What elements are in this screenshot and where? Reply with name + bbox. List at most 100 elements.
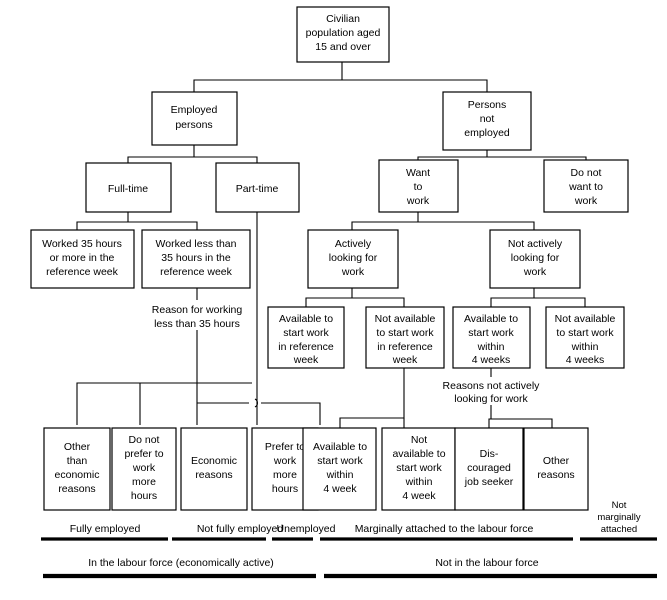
svg-text:Other: Other xyxy=(64,441,91,453)
connector-reasons-to-otherreasons xyxy=(491,418,553,428)
svg-text:within: within xyxy=(477,341,505,353)
svg-text:economic: economic xyxy=(55,469,100,481)
svg-text:Economic: Economic xyxy=(191,455,237,467)
svg-text:hours: hours xyxy=(131,490,157,502)
svg-text:start work: start work xyxy=(283,327,329,339)
svg-text:attached: attached xyxy=(601,524,637,535)
connector-lines xyxy=(76,62,587,428)
svg-text:4 week: 4 week xyxy=(323,483,357,495)
node-want-to-work: Want to work xyxy=(378,159,459,213)
node-employed-persons: Employed persons xyxy=(151,91,238,146)
svg-text:Fully employed: Fully employed xyxy=(70,523,141,535)
svg-text:work: work xyxy=(523,266,547,278)
svg-text:within: within xyxy=(571,341,599,353)
node-not-actively-looking: Not actively looking for work xyxy=(489,229,581,289)
connector-civilian-to-employed xyxy=(193,62,343,92)
node-do-not-prefer-more-hours: Do not prefer to work more hours xyxy=(111,427,177,511)
svg-text:Prefer to: Prefer to xyxy=(265,441,305,453)
svg-text:to start work: to start work xyxy=(376,327,434,339)
node-available-within-4-week-b: Available to start work within 4 week xyxy=(302,427,377,511)
svg-text:Part-time: Part-time xyxy=(236,183,279,195)
svg-text:job seeker: job seeker xyxy=(464,476,514,488)
svg-text:35 hours in the: 35 hours in the xyxy=(161,252,231,264)
svg-text:reasons: reasons xyxy=(537,469,574,481)
svg-text:Full-time: Full-time xyxy=(108,183,148,195)
bracket-not-in-labour-force: Not in the labour force xyxy=(324,557,657,579)
svg-text:to: to xyxy=(414,181,423,193)
svg-text:15 and over: 15 and over xyxy=(315,41,371,53)
svg-text:Not: Not xyxy=(612,500,627,511)
svg-text:to start work: to start work xyxy=(556,327,614,339)
svg-text:reference week: reference week xyxy=(160,266,233,278)
node-not-available-reference-week: Not available to start work in reference… xyxy=(365,306,445,369)
svg-text:employed: employed xyxy=(464,127,510,139)
svg-text:available to: available to xyxy=(392,448,445,460)
connector-notavailref-to-available4week xyxy=(339,368,405,428)
svg-text:work: work xyxy=(273,455,297,467)
connector-reasons-to-discouraged xyxy=(488,405,492,428)
svg-text:work: work xyxy=(406,195,430,207)
connector-bus-lower-right xyxy=(261,402,321,425)
label-reason-for-working-less: Reason for working less than 35 hours xyxy=(152,304,243,330)
node-worked-less-than-35: Worked less than 35 hours in the referen… xyxy=(141,229,251,289)
svg-text:looking for work: looking for work xyxy=(454,393,528,405)
svg-text:Worked 35 hours: Worked 35 hours xyxy=(42,238,122,250)
connector-fulltime-to-worked35 xyxy=(76,212,129,230)
svg-text:in reference: in reference xyxy=(377,341,433,353)
node-actively-looking: Actively looking for work xyxy=(307,229,399,289)
node-other-reasons: Other reasons xyxy=(523,427,589,511)
svg-text:Actively: Actively xyxy=(335,238,372,250)
svg-text:Not actively: Not actively xyxy=(508,238,563,250)
label-reasons-not-actively-looking: Reasons not actively looking for work xyxy=(443,380,541,405)
svg-text:hours: hours xyxy=(272,483,298,495)
svg-text:Other: Other xyxy=(543,455,570,467)
connector-actively-to-available-ref xyxy=(305,288,353,307)
node-do-not-want-to-work: Do not want to work xyxy=(543,159,629,213)
connector-notemployed-to-donotwant xyxy=(487,156,587,160)
svg-text:want to: want to xyxy=(568,181,603,193)
connector-fulltime-to-workedless xyxy=(128,221,198,230)
svg-text:work: work xyxy=(132,462,156,474)
bracket-fully-employed: Fully employed xyxy=(41,523,168,541)
bracket-not-marginally-attached: Not marginally attached xyxy=(580,500,657,541)
svg-text:more: more xyxy=(273,469,297,481)
svg-text:week: week xyxy=(293,354,319,366)
svg-text:Marginally attached to the lab: Marginally attached to the labour force xyxy=(355,523,534,535)
svg-text:4 weeks: 4 weeks xyxy=(472,354,511,366)
connector-want-to-actively xyxy=(351,212,419,230)
svg-text:or more in the: or more in the xyxy=(50,252,115,264)
connector-employed-to-fulltime xyxy=(127,145,195,163)
node-part-time: Part-time xyxy=(215,162,300,213)
svg-text:reasons: reasons xyxy=(58,483,95,495)
svg-text:Unemployed: Unemployed xyxy=(277,523,336,535)
svg-text:reference week: reference week xyxy=(46,266,119,278)
svg-text:Not fully employed: Not fully employed xyxy=(197,523,284,535)
svg-text:Persons: Persons xyxy=(468,99,507,111)
svg-text:Not: Not xyxy=(411,434,427,446)
bracket-in-labour-force: In the labour force (economically active… xyxy=(43,557,316,579)
node-not-available-within-4-weeks: Not available to start work within 4 wee… xyxy=(545,306,625,369)
svg-text:Worked less than: Worked less than xyxy=(156,238,237,250)
node-worked-35-or-more: Worked 35 hours or more in the reference… xyxy=(30,229,135,289)
svg-text:Civilian: Civilian xyxy=(326,13,360,25)
svg-text:more: more xyxy=(132,476,156,488)
node-economic-reasons: Economic reasons xyxy=(180,427,248,511)
svg-text:4 week: 4 week xyxy=(402,490,436,502)
svg-text:reasons: reasons xyxy=(195,469,232,481)
connector-actively-to-notavailable-ref xyxy=(352,297,405,307)
bracket-not-fully-employed: Not fully employed xyxy=(172,523,284,541)
connector-civilian-to-not-employed xyxy=(342,79,488,92)
svg-text:Dis-: Dis- xyxy=(480,448,499,460)
node-discouraged-job-seeker: Dis- couraged job seeker xyxy=(454,427,524,511)
svg-text:Not in the labour force: Not in the labour force xyxy=(435,557,538,569)
svg-text:less than 35 hours: less than 35 hours xyxy=(154,318,240,330)
svg-text:week: week xyxy=(392,354,418,366)
node-not-available-within-4-week-b: Not available to start work within 4 wee… xyxy=(381,427,456,511)
svg-text:start work: start work xyxy=(396,462,442,474)
bracket-unemployed: Unemployed xyxy=(272,523,336,541)
svg-text:start work: start work xyxy=(317,455,363,467)
svg-text:In the labour force (economica: In the labour force (economically active… xyxy=(88,557,274,569)
svg-text:looking for: looking for xyxy=(329,252,378,264)
